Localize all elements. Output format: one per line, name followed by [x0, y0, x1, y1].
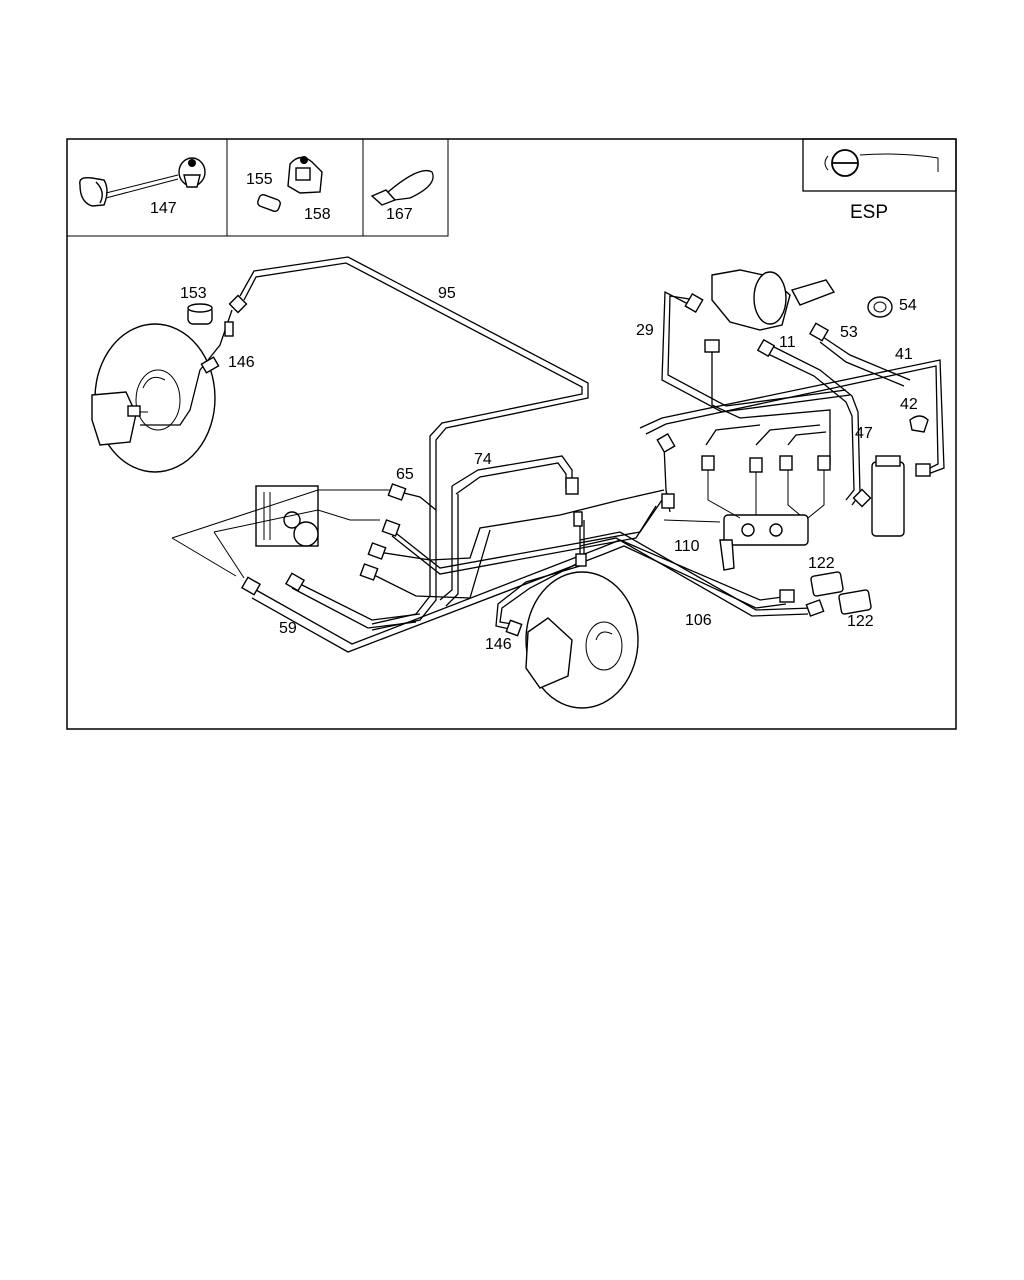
pipe-fittings	[127, 292, 931, 637]
label-106: 106	[685, 612, 712, 629]
part-number-labels: 147 155 158 167 153 146 95 29 11 53 54 4…	[150, 171, 918, 653]
label-146-top: 146	[228, 354, 255, 371]
esp-label: ESP	[850, 202, 888, 223]
label-167: 167	[386, 206, 413, 223]
label-158: 158	[304, 206, 331, 223]
front-left-brake-disc	[91, 323, 216, 473]
clip-part-icon	[257, 156, 323, 212]
master-cylinder	[711, 269, 836, 331]
label-42: 42	[900, 396, 918, 413]
label-155: 155	[246, 171, 273, 188]
hydraulic-unit	[255, 485, 319, 547]
label-11: 11	[779, 334, 796, 351]
label-110: 110	[674, 538, 700, 555]
esp-badge-frame	[802, 138, 957, 192]
label-65: 65	[396, 466, 414, 483]
label-59: 59	[279, 620, 297, 637]
label-53: 53	[840, 324, 858, 341]
plug-122-icons	[810, 571, 872, 615]
clamp-part-icon	[79, 157, 206, 207]
steering-wheel-icon	[824, 149, 939, 177]
distribution-block	[719, 514, 809, 571]
inset-boxes	[67, 139, 449, 237]
label-146-bottom: 146	[485, 636, 512, 653]
label-122-bottom: 122	[847, 613, 874, 630]
label-29: 29	[636, 322, 654, 339]
label-41: 41	[895, 346, 913, 363]
label-54: 54	[899, 297, 917, 314]
label-95: 95	[438, 285, 456, 302]
clip-42-icon	[909, 415, 929, 433]
pressure-sensor	[871, 455, 905, 537]
grommet-153-icon	[187, 303, 213, 325]
front-right-brake-disc	[525, 571, 639, 709]
diagram-frame	[66, 138, 957, 730]
label-153: 153	[180, 285, 207, 302]
hose-clamp-54-icon	[867, 296, 893, 318]
label-147: 147	[150, 200, 177, 217]
label-122-top: 122	[808, 555, 835, 572]
label-47: 47	[855, 425, 873, 442]
label-74: 74	[474, 451, 492, 468]
cable-tie-icon	[370, 169, 434, 206]
